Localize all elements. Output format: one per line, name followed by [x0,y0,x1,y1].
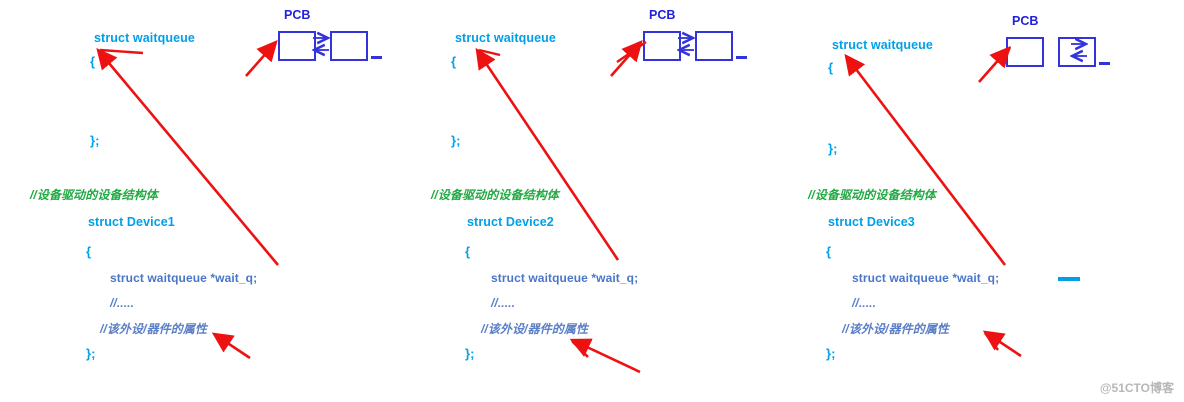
pcb-label: PCB [284,8,311,22]
pcb-trailing-dash [371,56,382,59]
device-struct-title: struct Device2 [467,215,554,229]
device-close-brace: }; [465,346,475,361]
pcb-node-box-2 [1058,37,1096,67]
panel-3: struct waitqueue { }; PCB //设备驱动的设备结构体 s… [790,0,1184,402]
device-attribute-comment: //该外设/器件的属性 [842,322,950,336]
pcb-node-box-1 [278,31,316,61]
pcb-node-box-2 [330,31,368,61]
pcb-trailing-dash [736,56,747,59]
device-waitqueue-member: struct waitqueue *wait_q; [491,271,639,285]
device-open-brace: { [86,244,92,259]
device-waitqueue-member: struct waitqueue *wait_q; [110,271,258,285]
waitqueue-open-brace: { [828,60,834,75]
waitqueue-open-brace: { [451,54,457,69]
waitqueue-close-brace: }; [90,133,100,148]
panel-2: struct waitqueue { }; PCB //设备驱动的设备结构体 s… [395,0,789,402]
pcb-node-box-2 [695,31,733,61]
device-open-brace: { [465,244,471,259]
waitqueue-open-brace: { [90,54,96,69]
waitqueue-struct-title: struct waitqueue [94,31,195,45]
waitqueue-struct-title: struct waitqueue [455,31,556,45]
device-attribute-comment: //该外设/器件的属性 [481,322,589,336]
waitqueue-close-brace: }; [828,141,838,156]
pcb-node-box-1 [1006,37,1044,67]
device-attribute-comment: //该外设/器件的属性 [100,322,208,336]
waitqueue-struct-title: struct waitqueue [832,38,933,52]
pcb-node-box-1 [643,31,681,61]
device-struct-comment: //设备驱动的设备结构体 [808,188,936,202]
pcb-trailing-dash [1099,62,1110,65]
device-ellipsis-comment: //..... [491,296,516,310]
device-close-brace: }; [826,346,836,361]
device-ellipsis-comment: //..... [110,296,135,310]
panel-1: struct waitqueue { }; PCB //设备驱动的设备结构体 s… [0,0,394,402]
device-close-brace: }; [86,346,96,361]
device-waitqueue-member: struct waitqueue *wait_q; [852,271,1000,285]
watermark: @51CTO博客 [1099,381,1174,395]
device-struct-comment: //设备驱动的设备结构体 [431,188,559,202]
device-struct-title: struct Device3 [828,215,915,229]
waitqueue-close-brace: }; [451,133,461,148]
device-trailing-dash [1058,277,1080,281]
pcb-label: PCB [649,8,676,22]
device-open-brace: { [826,244,832,259]
device-ellipsis-comment: //..... [852,296,877,310]
device-struct-title: struct Device1 [88,215,175,229]
pcb-label: PCB [1012,14,1039,28]
device-struct-comment: //设备驱动的设备结构体 [30,188,158,202]
